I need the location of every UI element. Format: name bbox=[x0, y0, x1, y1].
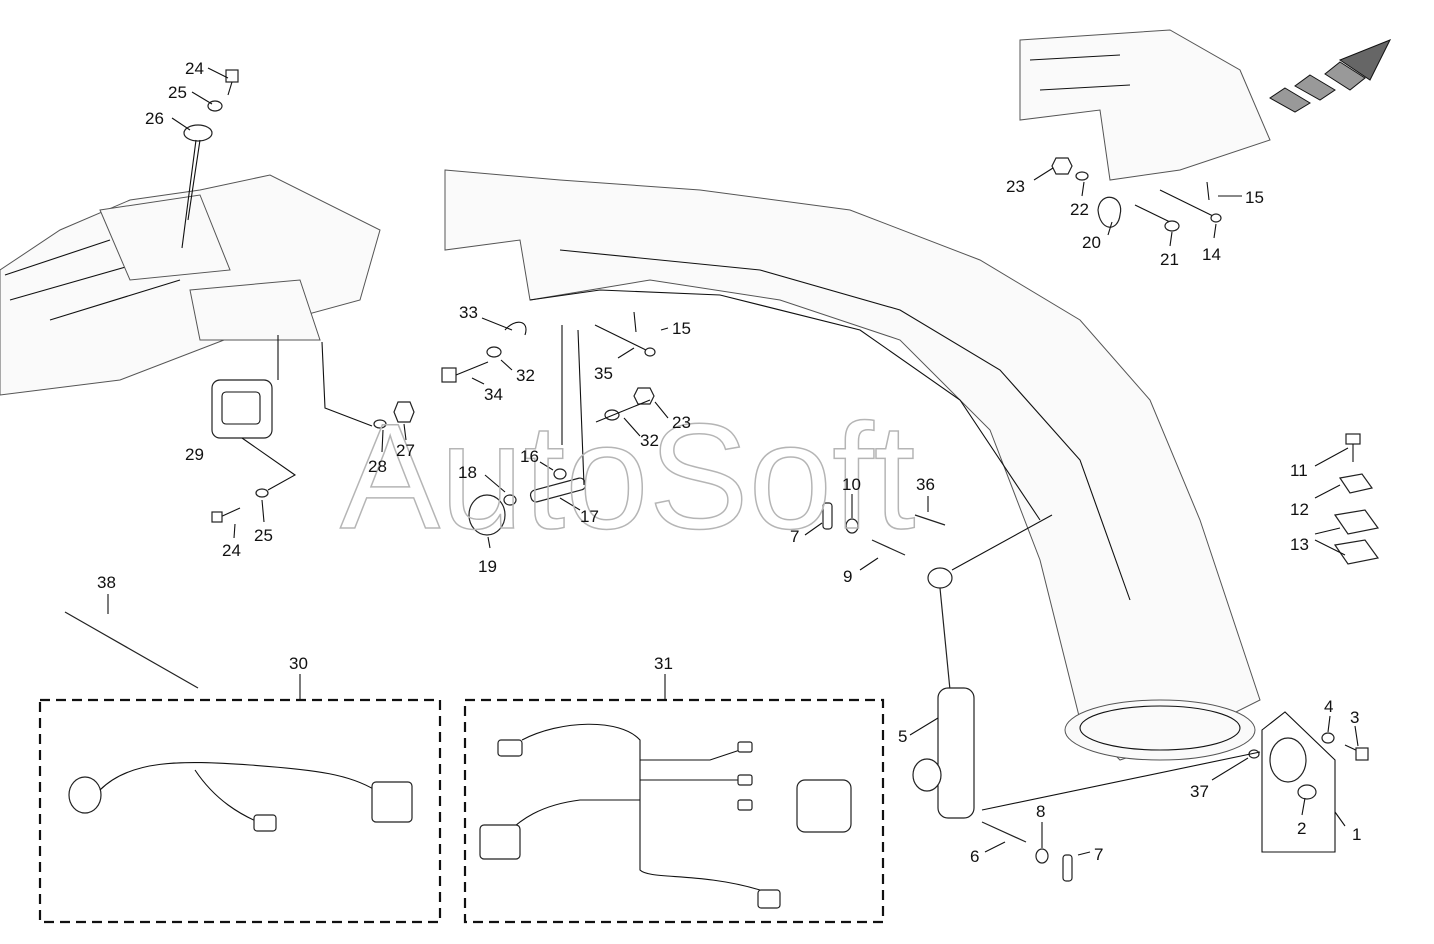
part-washer-22 bbox=[1075, 171, 1089, 181]
part-nut-23-top bbox=[1051, 157, 1073, 175]
callout-5: 5 bbox=[898, 727, 907, 746]
part-grommet-19 bbox=[468, 494, 506, 536]
part-washer-28 bbox=[373, 419, 387, 429]
part-gasket-26 bbox=[183, 124, 213, 142]
callout-8: 8 bbox=[1036, 802, 1045, 821]
part-washer-10 bbox=[845, 518, 859, 534]
part-hub-1 bbox=[1261, 711, 1336, 853]
callout-7-upper: 7 bbox=[790, 527, 799, 546]
part-cable-tie-38 bbox=[64, 611, 199, 689]
callout-6: 6 bbox=[970, 847, 979, 866]
part-pin-9 bbox=[871, 539, 906, 556]
callout-19: 19 bbox=[478, 557, 497, 576]
callout-20: 20 bbox=[1082, 233, 1101, 252]
part-shackle-20 bbox=[1097, 196, 1122, 228]
callout-15-top: 15 bbox=[1245, 188, 1264, 207]
callout-36: 36 bbox=[916, 475, 935, 494]
callout-23-center: 23 bbox=[672, 413, 691, 432]
callout-9: 9 bbox=[843, 567, 852, 586]
harness-kit-b-box bbox=[463, 698, 885, 924]
part-pin-7-upper bbox=[822, 502, 833, 530]
part-cylinder-5 bbox=[912, 567, 975, 819]
callout-10: 10 bbox=[842, 475, 861, 494]
callout-23-top: 23 bbox=[1006, 177, 1025, 196]
callout-25-top: 25 bbox=[168, 83, 187, 102]
callout-27: 27 bbox=[396, 441, 415, 460]
part-ring-18 bbox=[503, 494, 517, 506]
callout-38: 38 bbox=[97, 573, 116, 592]
watermark-text: AutoSoft bbox=[340, 392, 915, 560]
callout-15-center: 15 bbox=[672, 319, 691, 338]
callout-13: 13 bbox=[1290, 535, 1309, 554]
part-washer-4 bbox=[1321, 732, 1335, 744]
callout-32-lower: 32 bbox=[640, 431, 659, 450]
callout-35: 35 bbox=[594, 364, 613, 383]
part-cotter-15-top bbox=[1206, 181, 1210, 201]
part-washer-8 bbox=[1035, 848, 1049, 864]
callout-30: 30 bbox=[289, 654, 308, 673]
part-bolt-24-top bbox=[225, 69, 239, 96]
callout-24-bottom: 24 bbox=[222, 541, 241, 560]
callout-28: 28 bbox=[368, 457, 387, 476]
callout-2: 2 bbox=[1297, 819, 1306, 838]
top-right-frame bbox=[1019, 29, 1271, 181]
part-bolt-11 bbox=[1345, 433, 1361, 462]
left-frame-assembly bbox=[0, 174, 381, 396]
callout-3: 3 bbox=[1350, 708, 1359, 727]
part-pin-17 bbox=[529, 477, 587, 503]
part-bolt-21 bbox=[1134, 204, 1180, 232]
part-washer-25-bottom bbox=[255, 488, 269, 498]
callout-4: 4 bbox=[1324, 697, 1333, 716]
part-bolt-3 bbox=[1344, 744, 1369, 761]
part-washer-16 bbox=[553, 468, 567, 480]
callout-11: 11 bbox=[1290, 461, 1308, 480]
part-bolt-24-bottom bbox=[211, 507, 241, 523]
callout-37: 37 bbox=[1190, 782, 1209, 801]
part-plate-12 bbox=[1338, 473, 1374, 494]
callout-1: 1 bbox=[1352, 825, 1361, 844]
callout-22: 22 bbox=[1070, 200, 1089, 219]
callout-16: 16 bbox=[520, 447, 539, 466]
callout-7-lower: 7 bbox=[1094, 845, 1103, 864]
callout-29: 29 bbox=[185, 445, 204, 464]
harness-kit-a-parts bbox=[68, 761, 413, 832]
part-washer-32-upper bbox=[486, 346, 502, 358]
callout-18: 18 bbox=[458, 463, 477, 482]
part-clip-33 bbox=[504, 321, 527, 336]
part-clamp-13-upper bbox=[1333, 509, 1380, 535]
harness-kit-b-parts bbox=[479, 723, 852, 909]
callout-26: 26 bbox=[145, 109, 164, 128]
part-lamp-29 bbox=[211, 379, 273, 439]
part-cotter-15-center bbox=[633, 311, 637, 333]
callout-12: 12 bbox=[1290, 500, 1309, 519]
part-pin-36 bbox=[914, 514, 946, 526]
callout-33: 33 bbox=[459, 303, 478, 322]
callout-21: 21 bbox=[1160, 250, 1179, 269]
part-nut-27 bbox=[393, 401, 415, 423]
part-pin-6 bbox=[981, 821, 1027, 843]
direction-arrow-icon bbox=[1269, 39, 1392, 113]
harness-kit-a-box bbox=[38, 698, 442, 924]
leader-lines bbox=[107, 67, 1359, 856]
callout-24-top: 24 bbox=[185, 59, 204, 78]
turntable-ring bbox=[1064, 699, 1256, 761]
part-pin-14 bbox=[1159, 189, 1222, 223]
part-pin-35 bbox=[594, 324, 656, 357]
part-pin-7-lower bbox=[1062, 854, 1073, 882]
callout-labels: 1 2 3 4 5 6 7 7 8 9 10 11 12 13 14 15 15… bbox=[97, 59, 1361, 866]
callout-31: 31 bbox=[654, 654, 673, 673]
callout-25-bottom: 25 bbox=[254, 526, 273, 545]
part-clamp-13-lower bbox=[1333, 539, 1380, 565]
callout-14: 14 bbox=[1202, 245, 1221, 264]
callout-32-upper: 32 bbox=[516, 366, 535, 385]
callout-34: 34 bbox=[484, 385, 503, 404]
callout-17: 17 bbox=[580, 507, 599, 526]
part-bolt-34 bbox=[441, 361, 489, 383]
